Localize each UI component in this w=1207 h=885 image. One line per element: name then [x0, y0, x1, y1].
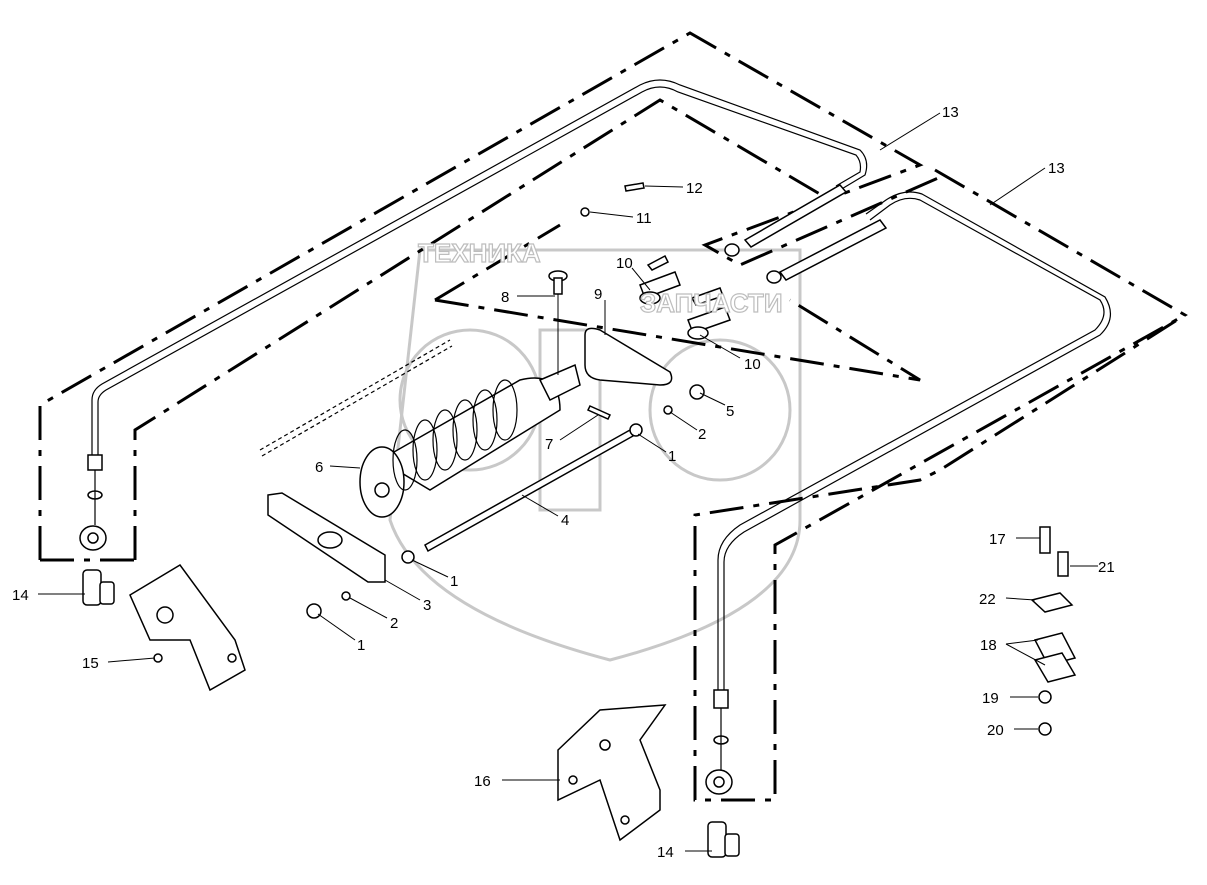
spring-cylinder — [259, 339, 581, 518]
cable-frame-left — [38, 31, 946, 560]
callout-10: 10 — [616, 255, 633, 272]
callout-3: 3 — [423, 597, 431, 614]
callout-2: 2 — [390, 615, 398, 632]
callout-22: 22 — [979, 591, 996, 608]
callout-8: 8 — [501, 289, 509, 306]
callout-11: 11 — [636, 210, 652, 227]
callout-1: 1 — [357, 637, 365, 654]
callout-1: 1 — [668, 448, 676, 465]
callout-21: 21 — [1098, 559, 1115, 576]
mount-plate — [584, 327, 673, 386]
cable-frame-right — [693, 168, 1188, 802]
callout-6: 6 — [315, 459, 323, 476]
callout-13: 13 — [1048, 160, 1065, 177]
bracket-16 — [557, 704, 667, 842]
watermark-right-text: ЗАПЧАСТИ — [640, 288, 783, 318]
callout-14: 14 — [12, 587, 29, 604]
clip-14-bottom — [707, 821, 740, 858]
clip-14-left — [82, 569, 115, 606]
callout-19: 19 — [982, 690, 999, 707]
callout-15: 15 — [82, 655, 99, 672]
clamp-assembly — [1030, 526, 1077, 736]
leader-lines — [38, 112, 1098, 852]
callout-20: 20 — [987, 722, 1004, 739]
cable-frame-mid — [434, 223, 921, 382]
callout-12: 12 — [686, 180, 703, 197]
bracket-15 — [129, 564, 246, 692]
callout-17: 17 — [989, 531, 1006, 548]
callout-14: 14 — [657, 844, 674, 861]
callout-16: 16 — [474, 773, 491, 790]
watermark-text: ТЕХНИКА ЗАПЧАСТИ — [417, 237, 783, 318]
callout-10: 10 — [744, 356, 761, 373]
callout-5: 5 — [726, 403, 734, 420]
watermark-left-text: ТЕХНИКА — [418, 238, 541, 268]
cable-left — [79, 79, 868, 551]
cotter-pin — [586, 405, 612, 420]
clevis-upper — [639, 254, 681, 305]
callout-7: 7 — [545, 436, 553, 453]
callout-9: 9 — [594, 286, 602, 303]
callout-18: 18 — [980, 637, 997, 654]
cable-right — [705, 191, 1111, 795]
pin — [548, 270, 568, 375]
callout-4: 4 — [561, 512, 569, 529]
nuts-washers — [306, 182, 705, 619]
callout-2: 2 — [698, 426, 706, 443]
cable-frame-left-inner — [133, 98, 831, 560]
callout-13: 13 — [942, 104, 959, 121]
clevis-lower — [687, 287, 731, 340]
callout-1: 1 — [450, 573, 458, 590]
